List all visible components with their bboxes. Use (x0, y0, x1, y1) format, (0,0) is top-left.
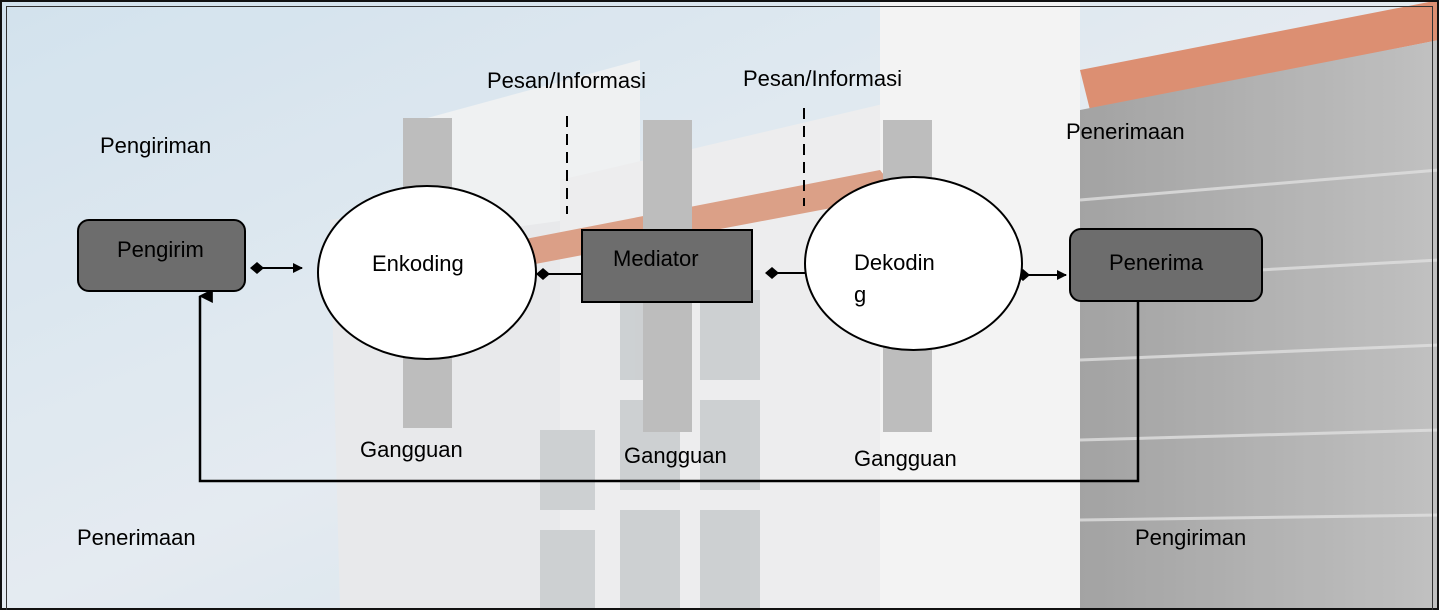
label-sender-side-bottom: Pengiriman (1135, 525, 1247, 550)
node-sender: Pengirim (77, 219, 246, 292)
node-decoding: Dekodin g (804, 176, 1023, 351)
node-encoding-label: Enkoding (372, 251, 464, 276)
label-message-left: Pesan/Informasi (487, 68, 646, 93)
arrow-sender-to-encoding (250, 262, 303, 274)
feedback-line (198, 289, 1140, 483)
label-noise-2: Gangguan (624, 443, 727, 468)
label-noise-3: Gangguan (854, 446, 957, 471)
node-receiver: Penerima (1069, 228, 1263, 302)
node-decoding-label-line1: Dekodin (854, 250, 935, 275)
node-decoding-label-line2: g (854, 282, 867, 307)
node-mediator-label: Mediator (613, 246, 699, 271)
label-receiver-side-bottom: Penerimaan (77, 525, 196, 550)
label-sender-side-top: Pengiriman (100, 133, 212, 158)
node-encoding: Enkoding (317, 185, 537, 360)
label-receiver-side-top: Penerimaan (1066, 119, 1185, 144)
node-receiver-label: Penerima (1109, 250, 1204, 275)
label-noise-1: Gangguan (360, 437, 463, 462)
node-mediator: Mediator (581, 229, 753, 303)
arrow-decoding-to-receiver (1016, 269, 1067, 281)
label-message-right: Pesan/Informasi (743, 66, 902, 91)
node-sender-label: Pengirim (117, 237, 204, 262)
